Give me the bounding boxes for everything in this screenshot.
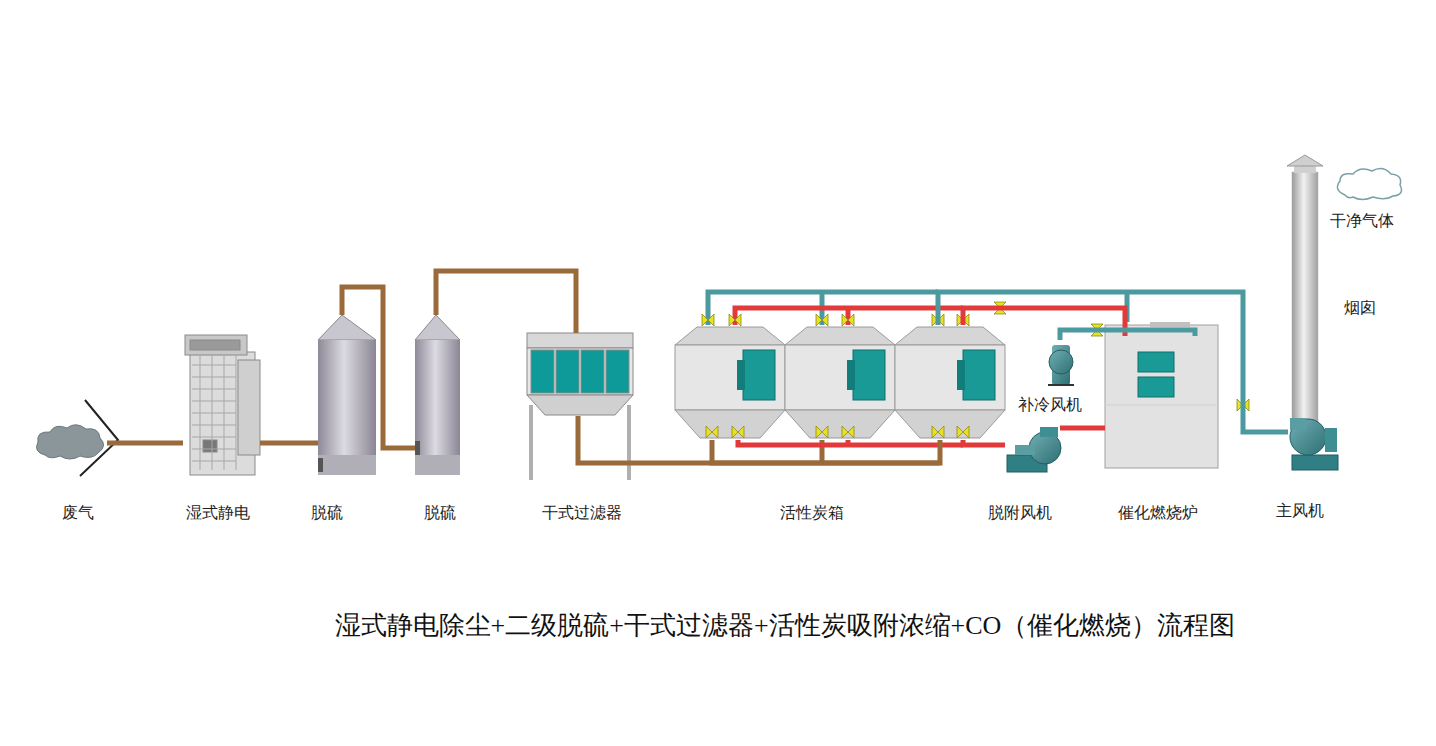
- equipment-label: 主风机: [1276, 501, 1324, 520]
- chimney-node: 烟囱: [1290, 157, 1320, 415]
- cloud-node: 干净气体: [1335, 170, 1403, 200]
- fan-node: 脱附风机: [1005, 425, 1060, 473]
- pipe-connector: [1060, 330, 1195, 340]
- cloud: [37, 400, 118, 476]
- cloud: [1337, 169, 1401, 200]
- equipment-label: 催化燃烧炉: [1118, 503, 1198, 522]
- pipe-connector: [342, 287, 415, 448]
- pipe-connector: [260, 441, 318, 446]
- cooling-fan: [1048, 345, 1074, 385]
- carbon-node: 活性炭箱: [675, 325, 1007, 440]
- activated-carbon-box: [675, 327, 1005, 438]
- valve-symbol: [702, 302, 1249, 438]
- equipment-label: 干式过滤器: [542, 503, 622, 522]
- main-fan: [1290, 418, 1338, 470]
- furnace-node: 催化燃烧炉: [1105, 336, 1218, 468]
- equipment-label: 烟囱: [1344, 298, 1376, 317]
- desorption-fan: [1007, 427, 1061, 472]
- equipment-label: 废气: [62, 503, 94, 522]
- equipment-label: 脱硫: [311, 503, 343, 522]
- pipe-connector: [1060, 426, 1105, 431]
- pipe-connector: [938, 292, 1288, 432]
- cloud-node: 废气: [33, 425, 107, 460]
- equipment-label: 补冷风机: [1018, 395, 1082, 414]
- catalytic-furnace: [1105, 322, 1218, 468]
- pipe-connector: [963, 440, 1005, 445]
- pipe-branch: [708, 292, 1127, 463]
- equipment-label: 活性炭箱: [780, 503, 844, 522]
- fan-node: 主风机: [1288, 415, 1340, 470]
- equipment-label: 湿式静电: [186, 503, 250, 522]
- pipe-connector: [436, 271, 576, 333]
- filter-node: 干式过滤器: [527, 333, 633, 416]
- desulfurization-tower: [415, 315, 460, 475]
- esp-node: 湿式静电: [183, 333, 260, 476]
- equipment-label: 脱附风机: [988, 503, 1052, 522]
- chimney: [1287, 155, 1323, 422]
- pipe-connector: [578, 416, 940, 463]
- desulfurization-tower: [318, 315, 376, 475]
- pipe-connector: [107, 441, 183, 446]
- tower-node: 脱硫: [318, 315, 376, 475]
- diagram-title: 湿式静电除尘+二级脱硫+干式过滤器+活性炭吸附浓缩+CO（催化燃烧）流程图: [335, 608, 1236, 643]
- equipment-label: 干净气体: [1330, 211, 1394, 230]
- equipment-label: 脱硫: [424, 503, 456, 522]
- fan-node: 补冷风机: [1045, 340, 1075, 385]
- tower-node: 脱硫: [415, 315, 460, 475]
- wet-esp: [185, 335, 260, 475]
